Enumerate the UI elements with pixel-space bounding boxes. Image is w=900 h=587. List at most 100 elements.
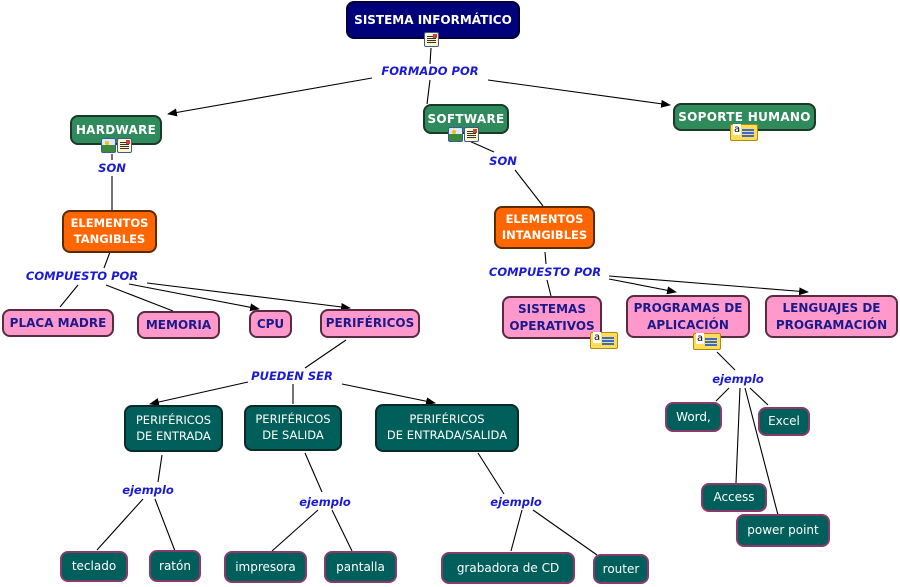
node-label: PERIFÉRICOS	[325, 316, 415, 331]
node-label: LENGUAJES DE PROGRAMACIÓN	[775, 301, 888, 332]
link-line	[744, 387, 779, 516]
phrase-ejemplo-entrada-salida[interactable]: ejemplo	[488, 495, 544, 509]
note-icon[interactable]	[590, 332, 618, 349]
phrase-son-hardware[interactable]: SON	[96, 161, 128, 175]
node-label: ELEMENTOS TANGIBLES	[70, 215, 149, 246]
image-icon[interactable]	[101, 138, 116, 153]
node-perifericos-de-entrada[interactable]: PERIFÉRICOS DE ENTRADA	[124, 405, 223, 452]
link-line	[532, 509, 598, 556]
node-label: SOPORTE HUMANO	[678, 109, 811, 124]
link-line	[749, 387, 769, 406]
node-placa-madre[interactable]: PLACA MADRE	[2, 309, 114, 337]
link-line	[304, 339, 347, 369]
phrase-ejemplo-entrada[interactable]: ejemplo	[120, 483, 176, 497]
link-line	[477, 452, 505, 495]
document-image-icon[interactable]	[117, 138, 132, 153]
node-elementos-tangibles[interactable]: ELEMENTOS TANGIBLES	[62, 210, 157, 253]
link-arrow	[608, 278, 677, 295]
note-icon[interactable]	[730, 124, 758, 141]
link-line	[716, 351, 736, 371]
phrase-formado-por[interactable]: FORMADO POR	[379, 64, 481, 78]
link-arrow	[128, 283, 260, 312]
link-arrow	[146, 282, 351, 311]
phrase-compuesto-por-software[interactable]: COMPUESTO POR	[486, 265, 604, 279]
link-line	[715, 387, 730, 402]
node-hardware[interactable]: HARDWARE	[70, 115, 162, 145]
node-perifericos[interactable]: PERIFÉRICOS	[320, 309, 420, 338]
node-label: router	[602, 561, 640, 576]
node-programas-de-aplicacion[interactable]: PROGRAMAS DE APLICACIÓN	[626, 295, 750, 338]
link-line	[510, 509, 523, 552]
link-line	[429, 47, 432, 65]
link-line	[271, 509, 319, 552]
phrase-ejemplo-programas[interactable]: ejemplo	[710, 372, 766, 386]
phrase-pueden-ser[interactable]: PUEDEN SER	[249, 369, 335, 383]
node-label: teclado	[71, 559, 117, 574]
node-elementos-intangibles[interactable]: ELEMENTOS INTANGIBLES	[494, 206, 595, 249]
node-router[interactable]: router	[593, 554, 649, 584]
node-label: pantalla	[336, 559, 385, 574]
node-power-point[interactable]: power point	[736, 514, 830, 547]
node-label: ELEMENTOS INTANGIBLES	[501, 211, 588, 242]
node-memoria[interactable]: MEMORIA	[137, 311, 220, 339]
link-arrow	[487, 79, 671, 108]
document-image-icon[interactable]	[464, 127, 479, 142]
node-teclado[interactable]: teclado	[60, 551, 128, 582]
node-grabadora-de-cd[interactable]: grabadora de CD	[441, 552, 575, 584]
node-raton[interactable]: ratón	[149, 550, 201, 582]
node-impresora[interactable]: impresora	[224, 551, 307, 583]
node-label: ratón	[159, 558, 191, 573]
link-line	[735, 387, 741, 484]
link-arrow	[167, 77, 373, 117]
node-label: CPU	[256, 316, 285, 331]
node-label: SOFTWARE	[427, 111, 505, 126]
node-excel[interactable]: Excel	[758, 407, 810, 436]
note-icon[interactable]	[693, 333, 721, 350]
phrase-compuesto-por-hardware[interactable]: COMPUESTO POR	[23, 269, 141, 283]
node-label: grabadora de CD	[456, 560, 560, 575]
node-label: PROGRAMAS DE APLICACIÓN	[633, 301, 743, 332]
node-perifericos-de-entrada-salida[interactable]: PERIFÉRICOS DE ENTRADA/SALIDA	[375, 404, 519, 452]
node-word[interactable]: Word,	[665, 402, 722, 432]
link-line	[426, 79, 431, 105]
node-access[interactable]: Access	[701, 483, 767, 512]
node-label: PLACA MADRE	[9, 315, 107, 330]
node-lenguajes-de-programacion[interactable]: LENGUAJES DE PROGRAMACIÓN	[765, 295, 898, 338]
image-icon[interactable]	[448, 127, 463, 142]
link-line	[331, 509, 353, 552]
node-label: Excel	[768, 414, 800, 429]
node-cpu[interactable]: CPU	[249, 310, 292, 338]
link-line	[546, 279, 552, 297]
link-line	[103, 251, 111, 269]
node-label: Access	[713, 490, 755, 505]
link-line	[514, 169, 544, 207]
node-perifericos-de-salida[interactable]: PERIFÉRICOS DE SALIDA	[244, 405, 342, 451]
node-label: power point	[747, 523, 819, 538]
node-label: impresora	[235, 559, 296, 574]
node-label: SISTEMAS OPERATIVOS	[509, 302, 595, 333]
node-pantalla[interactable]: pantalla	[324, 551, 397, 583]
link-line	[466, 139, 495, 153]
link-arrow	[149, 381, 249, 406]
link-arrow	[608, 275, 809, 296]
phrase-ejemplo-salida[interactable]: ejemplo	[297, 495, 353, 509]
node-label: SISTEMA INFORMÁTICO	[354, 12, 512, 27]
link-arrow	[341, 383, 436, 406]
link-line	[544, 251, 547, 265]
link-line	[105, 284, 174, 312]
link-line	[157, 454, 163, 483]
node-sistemas-operativos[interactable]: SISTEMAS OPERATIVOS	[502, 296, 602, 339]
link-line	[304, 452, 323, 493]
link-line	[154, 498, 176, 552]
node-label: MEMORIA	[145, 317, 212, 332]
phrase-son-software[interactable]: SON	[487, 154, 519, 168]
link-line	[59, 284, 79, 308]
link-line	[96, 498, 144, 551]
node-label: PERIFÉRICOS DE ENTRADA	[135, 412, 212, 443]
node-label: PERIFÉRICOS DE ENTRADA/SALIDA	[386, 412, 508, 442]
node-label: Word,	[676, 409, 711, 424]
node-label: HARDWARE	[75, 122, 157, 137]
node-label: PERIFÉRICOS DE SALIDA	[255, 412, 331, 442]
document-image-icon[interactable]	[424, 32, 439, 47]
